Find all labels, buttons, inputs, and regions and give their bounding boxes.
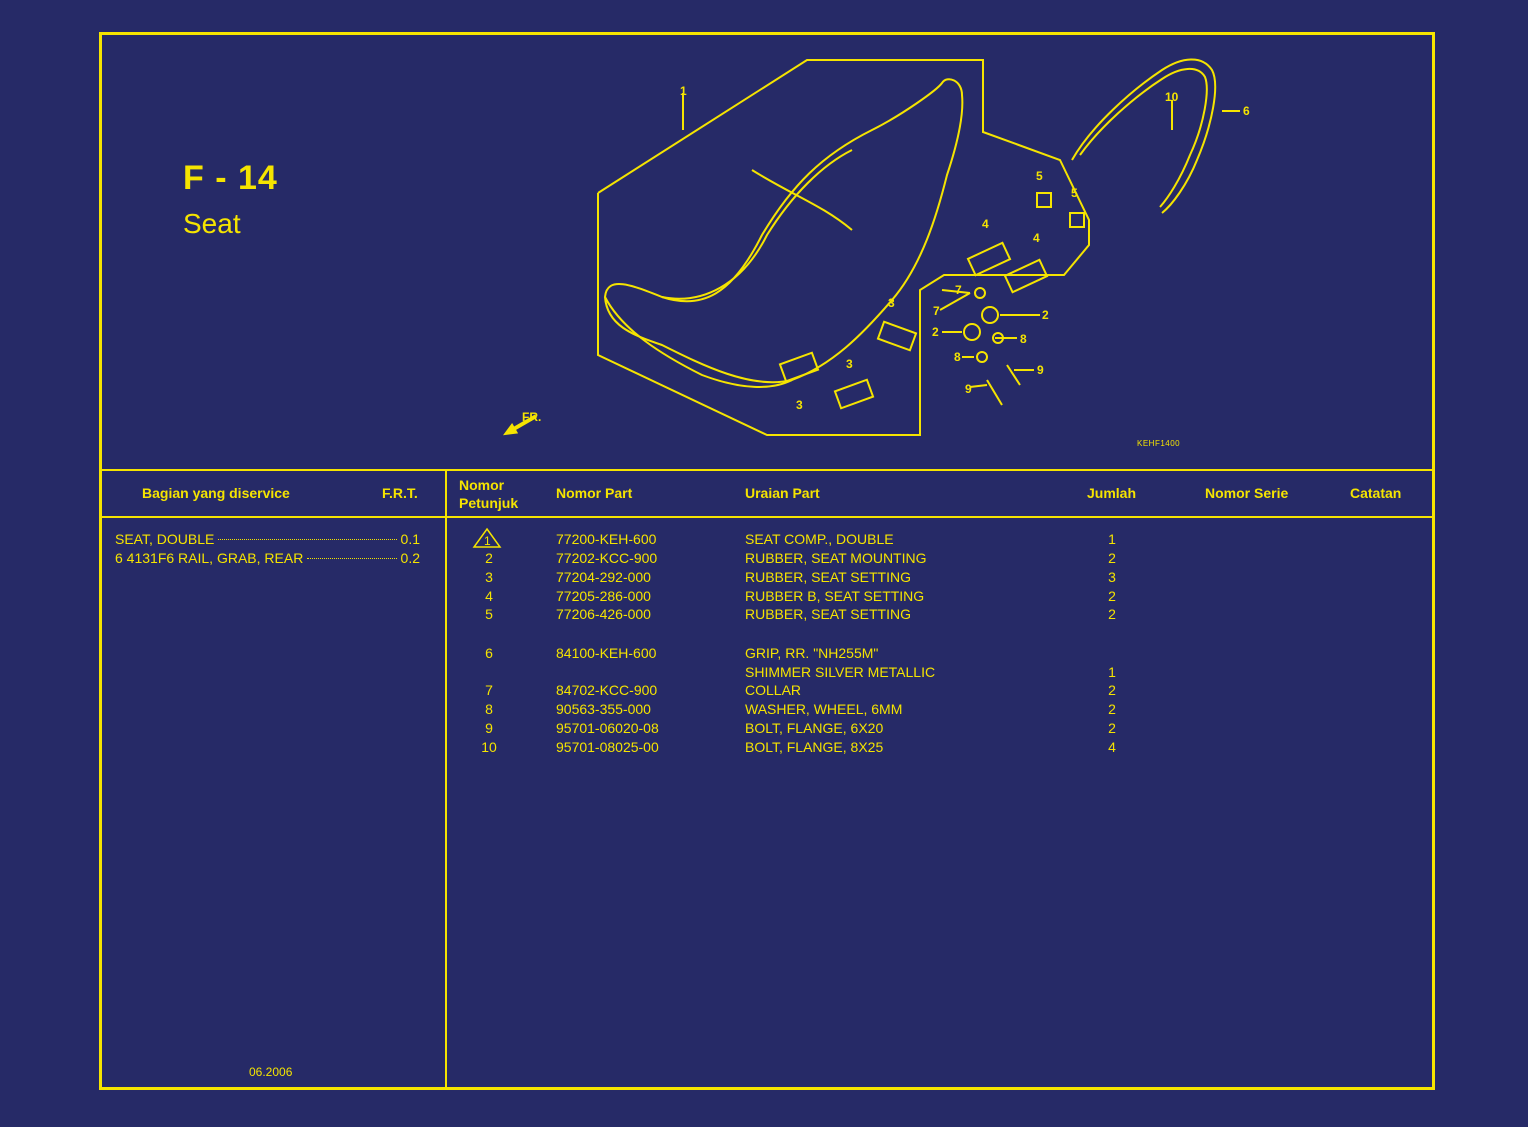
part-quantity: 1: [1108, 664, 1116, 680]
seat-divider: [751, 169, 853, 231]
part-description: SEAT COMP., DOUBLE: [745, 531, 894, 547]
leader-dots: [307, 558, 397, 559]
part-quantity: 3: [1108, 569, 1116, 585]
callout-4b: 4: [1033, 231, 1040, 245]
part-quantity: 4: [1108, 739, 1116, 755]
part-number: 77206-426-000: [556, 606, 651, 622]
callout-4a: 4: [982, 217, 989, 231]
part-number: 90563-355-000: [556, 701, 651, 717]
part-quantity: 1: [1108, 531, 1116, 547]
section-title: Seat: [183, 208, 241, 239]
part-number: 77204-292-000: [556, 569, 651, 585]
service-item-frt: 0.1: [400, 531, 420, 547]
part-number: 95701-06020-08: [556, 720, 659, 736]
callout-5b: 5: [1071, 186, 1078, 200]
callout-8b: 8: [954, 350, 961, 364]
description-header: Uraian Part: [745, 485, 820, 501]
callout-7a: 7: [955, 283, 962, 297]
service-item-frt: 0.2: [400, 550, 420, 566]
part-ref-number: 8: [485, 701, 493, 717]
front-marker-label: FR.: [522, 410, 541, 424]
part-description: RUBBER, SEAT MOUNTING: [745, 550, 927, 566]
part-quantity: 2: [1108, 701, 1116, 717]
part-quantity: 2: [1108, 550, 1116, 566]
service-item-name: 6 4131F6 RAIL, GRAB, REAR: [115, 550, 304, 566]
callout-7b: 7: [933, 304, 940, 318]
part-description: WASHER, WHEEL, 6MM: [745, 701, 903, 717]
service-header-row: Bagian yang diservice F.R.T.: [102, 471, 445, 518]
part-description: BOLT, FLANGE, 8X25: [745, 739, 884, 755]
service-item-name: SEAT, DOUBLE: [115, 531, 215, 547]
callout-3b: 3: [846, 357, 853, 371]
seat-ridge: [661, 149, 853, 300]
part-ref-number: 9: [485, 720, 493, 736]
diagram-reference-code: KEHF1400: [1137, 439, 1181, 448]
front-arrow-icon: [503, 414, 537, 436]
parts-header-row: Nomor Petunjuk Nomor Part Uraian Part Ju…: [447, 471, 1432, 518]
part-ref-number: 3: [485, 569, 493, 585]
callout-8a: 8: [1020, 332, 1027, 346]
callout-3a: 3: [888, 296, 895, 310]
part-ref-number: 10: [481, 739, 497, 755]
publication-date: 06.2006: [249, 1065, 293, 1079]
part-ref-number: 6: [485, 645, 493, 661]
part-ref-number: 1: [484, 534, 491, 548]
service-section: Bagian yang diservice F.R.T. SEAT, DOUBL…: [102, 471, 447, 1087]
leader-dots: [218, 539, 397, 540]
part-quantity: 2: [1108, 606, 1116, 622]
callout-1: 1: [680, 84, 687, 98]
part-number: 77200-KEH-600: [556, 531, 657, 547]
section-code: F - 14: [183, 159, 278, 197]
part-description: SHIMMER SILVER METALLIC: [745, 664, 936, 680]
part-number: 95701-08025-00: [556, 739, 659, 755]
callout-6: 6: [1243, 104, 1250, 118]
service-item: SEAT, DOUBLE 0.1: [115, 530, 420, 548]
diagram-section: F - 14 Seat: [102, 35, 1432, 471]
seat-lower-edge: [604, 296, 793, 388]
callout-3c: 3: [796, 398, 803, 412]
callout-10: 10: [1165, 90, 1179, 104]
exploded-diagram: FR. 1 2 2 3 3 3 4 4 5 5 6 7 7 8 8 9 9 10: [503, 58, 1250, 436]
part-number-header: Nomor Part: [556, 485, 633, 501]
callout-5a: 5: [1036, 169, 1043, 183]
frt-header: F.R.T.: [382, 485, 418, 501]
part-ref-number: 2: [485, 550, 493, 566]
seat-outline: [603, 78, 964, 384]
part-description: RUBBER, SEAT SETTING: [745, 606, 911, 622]
part-description: RUBBER B, SEAT SETTING: [745, 588, 925, 604]
parts-catalog-page: F - 14 Seat: [99, 32, 1435, 1090]
part-number: 77202-KCC-900: [556, 550, 658, 566]
part-number: 77205-286-000: [556, 588, 651, 604]
grab-rail: [1071, 58, 1217, 214]
warning-triangle-icon: 1: [472, 527, 502, 548]
part-quantity: 2: [1108, 588, 1116, 604]
part-description: GRIP, RR. "NH255M": [745, 645, 879, 661]
part-description: BOLT, FLANGE, 6X20: [745, 720, 884, 736]
serial-number-header: Nomor Serie: [1205, 485, 1289, 501]
parts-list: Nomor Petunjuk Nomor Part Uraian Part Ju…: [447, 471, 1432, 1087]
group-outline: [597, 59, 1090, 436]
callout-2b: 2: [932, 325, 939, 339]
quantity-header: Jumlah: [1087, 485, 1137, 501]
callout-9a: 9: [1037, 363, 1044, 377]
callout-2a: 2: [1042, 308, 1049, 322]
part-quantity: 2: [1108, 682, 1116, 698]
part-quantity: 2: [1108, 720, 1116, 736]
ref-number-header: Nomor Petunjuk: [459, 477, 519, 511]
part-ref-number: 4: [485, 588, 493, 604]
part-ref-number: 7: [485, 682, 493, 698]
part-number: 84100-KEH-600: [556, 645, 657, 661]
part-ref-number: 5: [485, 606, 493, 622]
part-description: RUBBER, SEAT SETTING: [745, 569, 911, 585]
part-description: COLLAR: [745, 682, 802, 698]
part-number: 84702-KCC-900: [556, 682, 658, 698]
notes-header: Catatan: [1350, 485, 1402, 501]
service-item: 6 4131F6 RAIL, GRAB, REAR 0.2: [115, 549, 420, 567]
service-section-header: Bagian yang diservice: [142, 485, 290, 501]
callout-9b: 9: [965, 382, 972, 396]
